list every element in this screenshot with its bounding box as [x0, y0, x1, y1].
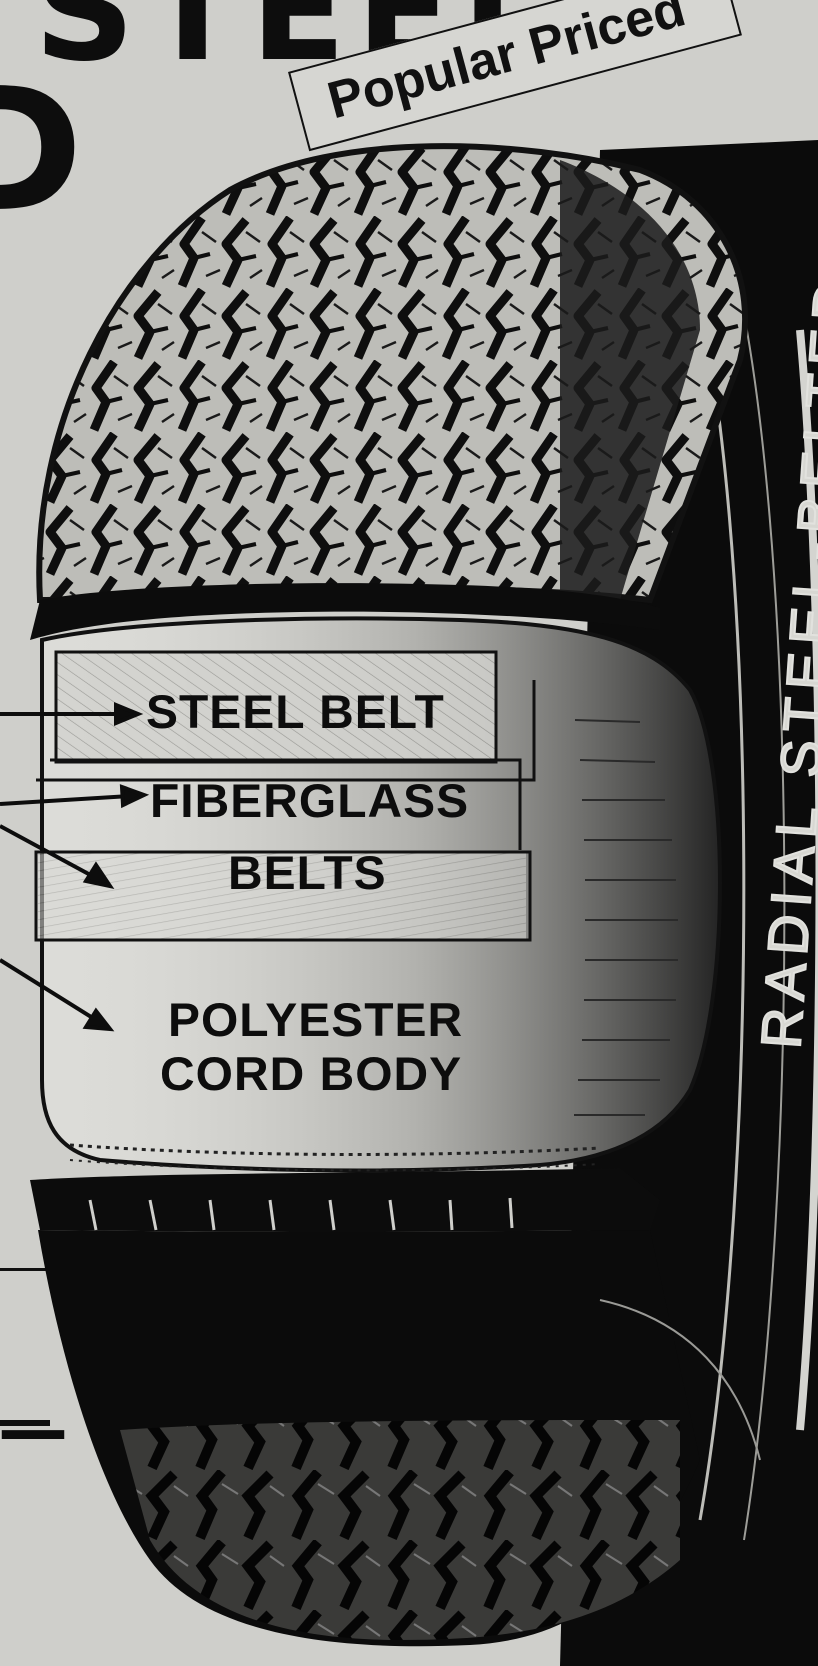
belts-label: BELTS [228, 845, 387, 900]
tire-upper-tread [30, 146, 745, 640]
polyester-label: POLYESTER [168, 992, 463, 1047]
cord-body-label: CORD BODY [160, 1046, 462, 1101]
tire-lower-tread [30, 1168, 760, 1646]
fiberglass-label: FIBERGLASS [150, 773, 469, 828]
headline-fragment-second-line: D [0, 66, 83, 236]
bottom-left-fragment: — [0, 1395, 68, 1465]
steel-belt-label: STEEL BELT [146, 684, 445, 739]
